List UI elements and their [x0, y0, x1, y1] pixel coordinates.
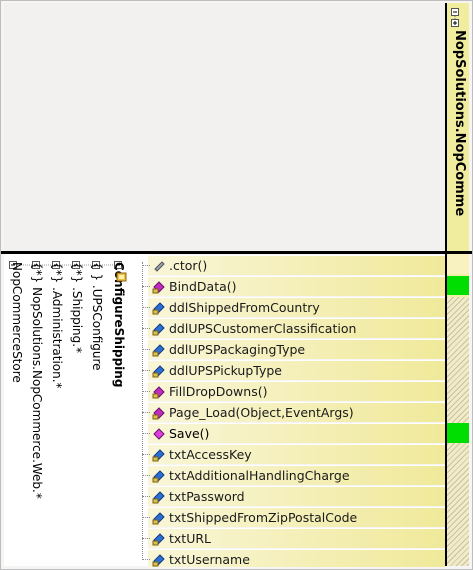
member-row[interactable]: FillDropDowns()	[142, 381, 445, 401]
tree-node-label: .Administration.*	[50, 287, 64, 389]
class-icon	[116, 272, 127, 282]
member-label: BindData()	[169, 279, 237, 294]
matrix-cell-highlighted[interactable]	[447, 423, 469, 443]
namespace-glyph: {*}	[70, 262, 84, 284]
member-row[interactable]: .ctor()	[142, 255, 445, 275]
field-icon	[152, 323, 165, 336]
tree-node-shipping[interactable]: {*} .Shipping.*	[70, 262, 84, 353]
tree-node-label: NopSolutions.NopCommerce.Web.*	[30, 287, 44, 499]
member-row[interactable]: txtUsername	[142, 549, 445, 567]
tree-expander-row[interactable]	[4, 258, 148, 272]
tree-node-label: .UPSConfigure	[90, 284, 104, 371]
tree-node-label: NopCommerceStore	[10, 262, 24, 383]
member-label: FillDropDowns()	[169, 384, 268, 399]
member-list: .ctor() BindData() ddlShippedFromCountry…	[142, 255, 445, 567]
member-row[interactable]: txtAccessKey	[142, 444, 445, 464]
field-icon	[152, 512, 165, 525]
member-row[interactable]: Page_Load(Object,EventArgs)	[142, 402, 445, 422]
member-label: ddlUPSPackagingType	[169, 342, 306, 357]
pane-splitter[interactable]	[0, 251, 473, 254]
tree-node-administration[interactable]: {*} .Administration.*	[50, 262, 64, 389]
member-label: ddlUPSCustomerClassification	[169, 321, 357, 336]
namespace-header-column[interactable]	[445, 3, 469, 251]
private-method-icon	[152, 281, 165, 294]
tree-node-configureshipping[interactable]: ConfigureShipping	[112, 262, 126, 387]
field-icon	[152, 470, 165, 483]
constructor-icon	[154, 261, 165, 272]
tree-node-label: ConfigureShipping	[112, 262, 126, 388]
member-row[interactable]: ddlShippedFromCountry	[142, 297, 445, 317]
member-row[interactable]: ddlUPSPackagingType	[142, 339, 445, 359]
namespace-glyph: {*}	[50, 262, 64, 284]
member-label: txtURL	[169, 531, 211, 546]
member-row[interactable]: Save()	[142, 423, 445, 443]
matrix-cell-highlighted[interactable]	[447, 276, 469, 295]
namespace-expand-icon[interactable]	[451, 8, 462, 28]
member-row[interactable]: txtPassword	[142, 486, 445, 506]
field-icon	[152, 365, 165, 378]
member-row[interactable]: ddlUPSPickupType	[142, 360, 445, 380]
member-row[interactable]: txtShippedFromZipPostalCode	[142, 507, 445, 527]
tree-node-nopsolutions-web[interactable]: {*} NopSolutions.NopCommerce.Web.*	[30, 262, 44, 499]
field-icon	[152, 449, 165, 462]
tree-node-upsconfigure[interactable]: { } .UPSConfigure	[90, 262, 104, 371]
namespace-glyph: { }	[90, 262, 104, 282]
member-label: Page_Load(Object,EventArgs)	[169, 405, 354, 420]
namespace-glyph: {*}	[30, 262, 44, 284]
private-method-icon	[152, 386, 165, 399]
field-icon	[152, 554, 165, 567]
upper-pane	[4, 3, 445, 251]
field-icon	[152, 491, 165, 504]
namespace-header-label: NopSolutions.NopComme	[452, 30, 467, 217]
member-label: ddlShippedFromCountry	[169, 300, 320, 315]
tree-node-nopcommercestore[interactable]: NopCommerceStore	[10, 262, 24, 383]
method-icon	[152, 407, 165, 420]
method-icon	[153, 428, 165, 440]
field-icon	[152, 344, 165, 357]
member-label: txtPassword	[169, 489, 245, 504]
member-row[interactable]: txtURL	[142, 528, 445, 548]
member-label: txtAccessKey	[169, 447, 252, 462]
tree-node-label: .Shipping.*	[70, 287, 84, 354]
member-tree-trunk	[142, 262, 143, 560]
member-label: Save()	[169, 426, 210, 441]
member-row[interactable]: BindData()	[142, 276, 445, 296]
field-icon	[152, 302, 165, 315]
member-label: txtAdditionalHandlingCharge	[169, 468, 350, 483]
field-icon	[152, 533, 165, 546]
member-label: .ctor()	[169, 258, 208, 273]
namespace-tree	[4, 254, 148, 566]
member-label: txtShippedFromZipPostalCode	[169, 510, 358, 525]
matrix-cell[interactable]	[447, 254, 469, 274]
member-label: ddlUPSPickupType	[169, 363, 282, 378]
member-row[interactable]: txtAdditionalHandlingCharge	[142, 465, 445, 485]
member-label: txtUsername	[169, 552, 250, 567]
member-row[interactable]: ddlUPSCustomerClassification	[142, 318, 445, 338]
